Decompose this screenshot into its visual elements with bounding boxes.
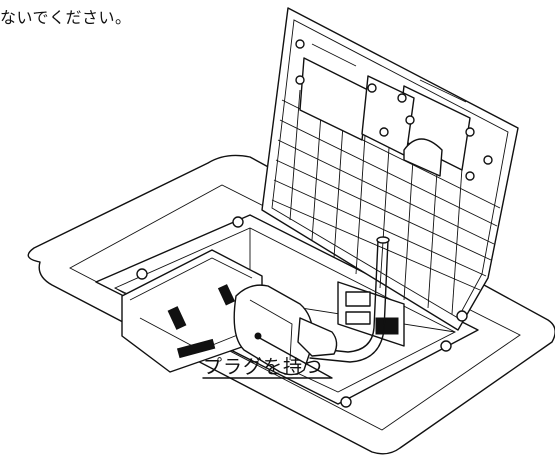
lid-inner-border [271, 19, 509, 319]
power-cord [309, 239, 389, 363]
plug-strain-relief [297, 317, 338, 357]
lid-flap-left [299, 57, 369, 141]
callout-label: プラグを持つ [203, 356, 324, 378]
screw-icon [136, 39, 493, 408]
plug-body [233, 284, 314, 376]
lid-grid [271, 89, 501, 315]
receptacle-slot-2 [217, 284, 235, 306]
receptacle-slot-1 [167, 306, 187, 330]
floor-plate-inner-bevel [69, 184, 521, 431]
lid-cord-notch [403, 138, 443, 177]
callout-leader [202, 335, 333, 379]
receptacle-label [176, 338, 216, 359]
warning-note-text: ないでください。 [0, 8, 132, 27]
